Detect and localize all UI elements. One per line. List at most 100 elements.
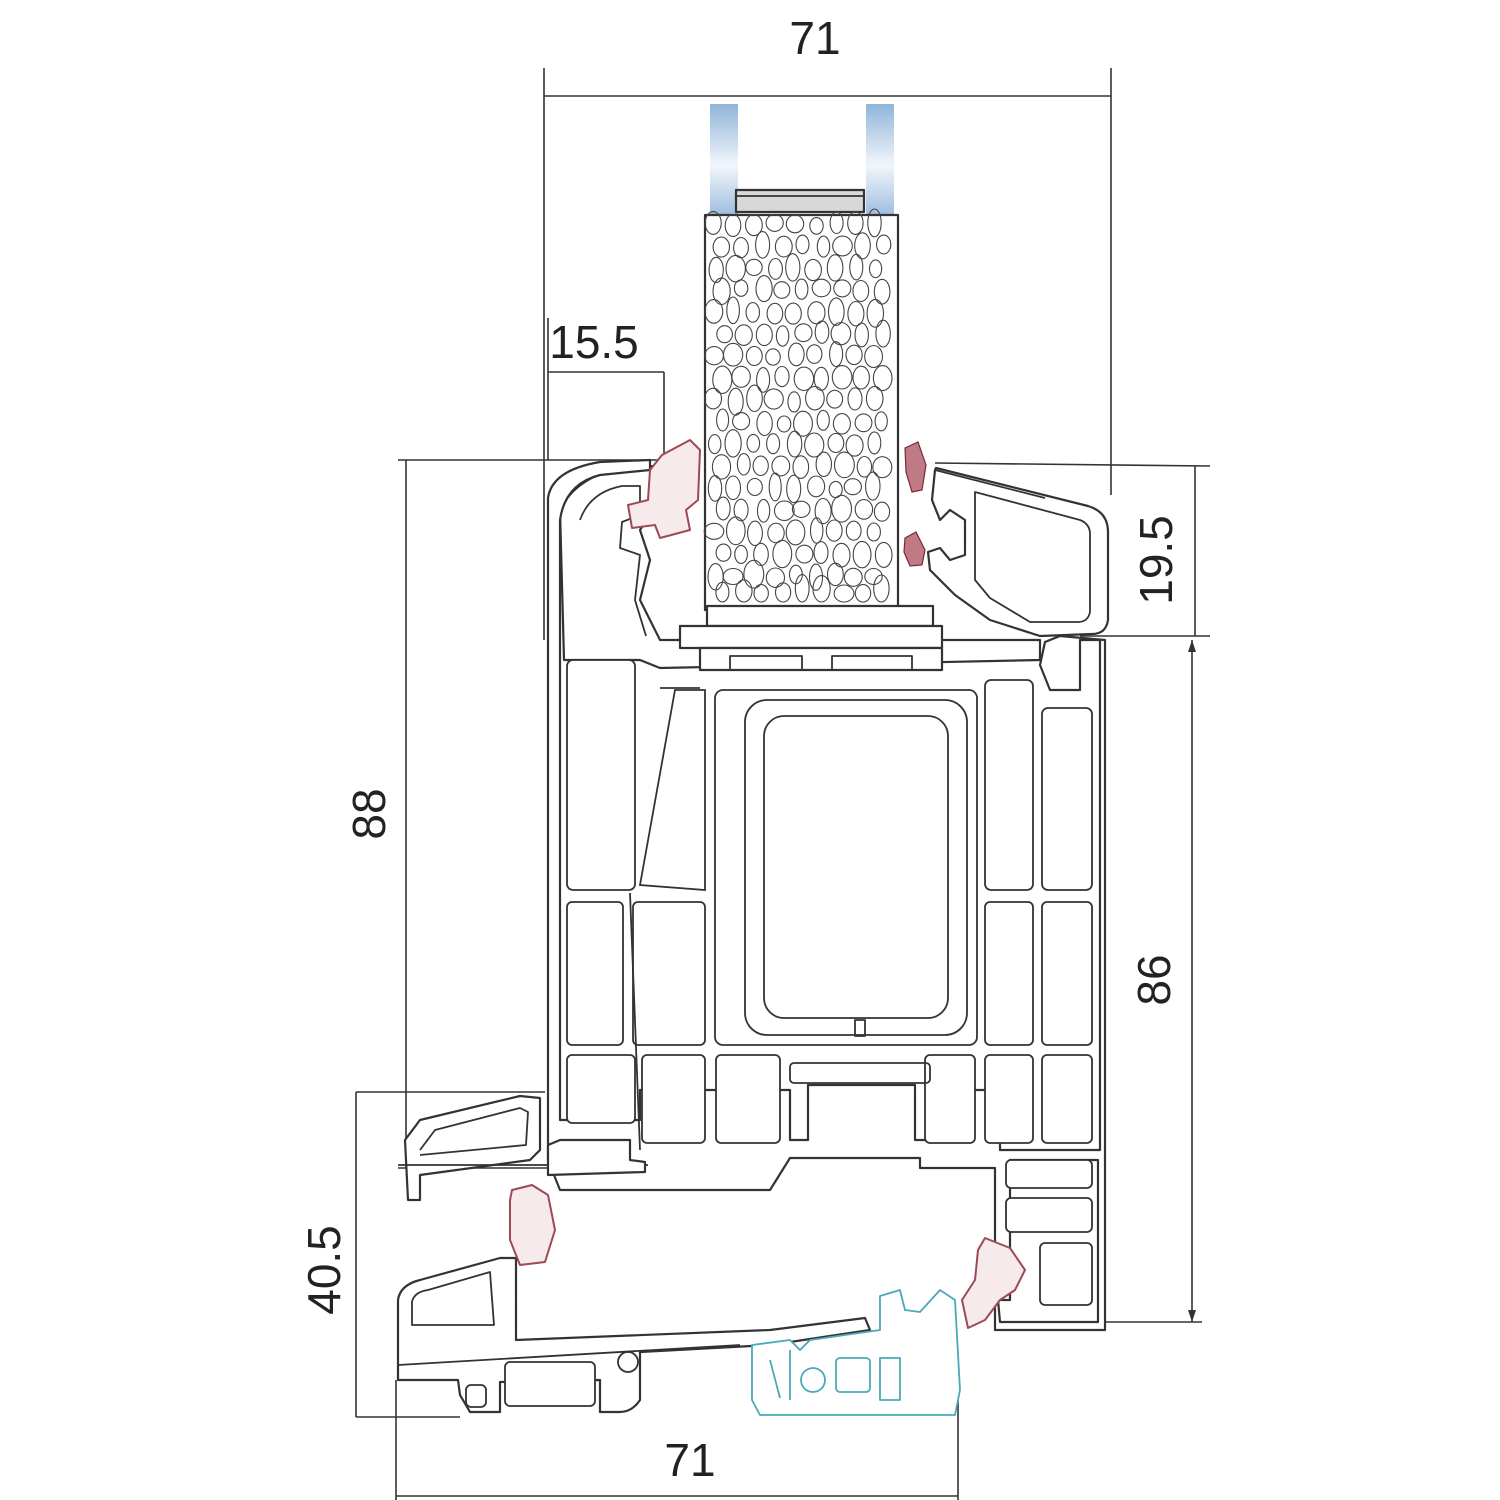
foam-cell xyxy=(854,413,873,433)
foam-cell xyxy=(847,211,864,235)
foam-cell xyxy=(715,581,730,603)
foam-cell xyxy=(872,456,893,479)
foam-cell xyxy=(876,234,892,255)
foam-cell xyxy=(791,500,811,518)
foam-cell xyxy=(816,409,830,431)
gasket-frame-lower-right xyxy=(961,1237,1026,1329)
foam-cell xyxy=(785,519,806,546)
frame-chambers xyxy=(566,659,1093,1306)
foam-cell xyxy=(785,214,805,234)
foam-cell xyxy=(774,365,790,388)
foam-cell xyxy=(765,348,781,366)
dim-glazing-offset: 15.5 xyxy=(549,316,639,368)
dim-bottom-width: 71 xyxy=(664,1434,715,1486)
foam-cell xyxy=(814,497,832,525)
foam-cell xyxy=(864,344,884,369)
foam-cell xyxy=(753,584,769,603)
foam-cell xyxy=(731,365,751,388)
sash-glazing-bed xyxy=(678,624,944,672)
foam-cell xyxy=(786,474,802,504)
foam-cell xyxy=(867,431,882,455)
foam-cell xyxy=(774,582,792,603)
foam-cell xyxy=(716,325,733,344)
foam-cell xyxy=(787,342,805,367)
foam-cell xyxy=(715,543,732,562)
foam-cell xyxy=(833,451,855,479)
foam-cell xyxy=(874,541,893,568)
foam-cell xyxy=(707,475,723,502)
foam-cell xyxy=(827,297,845,327)
foam-cell xyxy=(795,234,810,255)
foam-cell xyxy=(843,478,862,496)
foam-cell xyxy=(725,516,746,546)
foam-cell xyxy=(773,281,791,299)
foam-cell xyxy=(768,257,783,280)
gasket-sash-left xyxy=(627,439,701,539)
foam-cell xyxy=(854,322,869,348)
foam-cell xyxy=(735,579,753,603)
foam-cell xyxy=(756,410,773,437)
foam-cell xyxy=(852,540,872,569)
insulating-panel xyxy=(703,213,900,612)
foam-cell xyxy=(745,258,763,277)
foam-cell xyxy=(763,388,784,410)
foam-cell xyxy=(733,498,749,522)
foam-cell xyxy=(752,455,769,477)
foam-cell xyxy=(747,520,763,547)
glazing-unit xyxy=(703,104,935,628)
foam-cell xyxy=(765,213,784,232)
foam-cell xyxy=(772,539,793,569)
foam-cell xyxy=(865,385,884,411)
foam-cell xyxy=(815,451,833,478)
foam-cell xyxy=(827,432,845,454)
foam-cell xyxy=(755,323,773,347)
foam-cell xyxy=(734,544,748,564)
glass-pane-left xyxy=(710,104,738,216)
dim-top-width: 71 xyxy=(789,12,840,64)
foam-cell xyxy=(784,302,802,325)
foam-cell xyxy=(766,433,781,455)
foam-cell xyxy=(808,563,824,591)
foam-cell xyxy=(703,522,725,540)
foam-cell xyxy=(787,391,801,413)
foam-cell xyxy=(852,365,870,390)
foam-cell xyxy=(872,365,893,392)
foam-cell xyxy=(849,253,864,281)
foam-cell xyxy=(875,319,891,348)
threshold-seal xyxy=(751,1289,961,1416)
foam-cell xyxy=(774,235,793,258)
foam-cell xyxy=(768,472,782,502)
foam-cell xyxy=(793,410,813,437)
foam-cell xyxy=(866,298,885,328)
foam-cell xyxy=(833,584,855,603)
foam-cell xyxy=(746,384,763,413)
foam-cell xyxy=(829,341,844,368)
foam-cell xyxy=(814,320,830,344)
dimension-lines xyxy=(355,68,1211,1500)
foam-cell xyxy=(873,278,891,305)
foam-cell xyxy=(867,208,882,238)
foam-cell xyxy=(793,366,815,392)
gasket-frame-lower-left xyxy=(509,1184,556,1266)
foam-cell xyxy=(773,500,795,522)
foam-cell xyxy=(786,430,803,458)
foam-cell xyxy=(854,232,871,260)
brush-seal-lower xyxy=(903,531,926,567)
foam-cell xyxy=(725,475,742,501)
foam-cell xyxy=(826,562,844,587)
foam-cell xyxy=(866,522,881,542)
foam-cell xyxy=(746,433,761,453)
foam-cell xyxy=(733,279,749,297)
foam-cell xyxy=(794,574,810,603)
spacer-bar xyxy=(734,188,866,214)
foam-cell xyxy=(854,584,872,603)
sash-profile xyxy=(558,464,1110,670)
foam-cell xyxy=(755,275,773,303)
foam-cell xyxy=(775,325,790,347)
foam-cell xyxy=(724,429,742,458)
foam-cell xyxy=(756,498,771,523)
foam-cell xyxy=(847,387,863,411)
foam-cell xyxy=(804,432,825,458)
foam-cell xyxy=(831,494,853,523)
foam-cell xyxy=(845,434,864,457)
